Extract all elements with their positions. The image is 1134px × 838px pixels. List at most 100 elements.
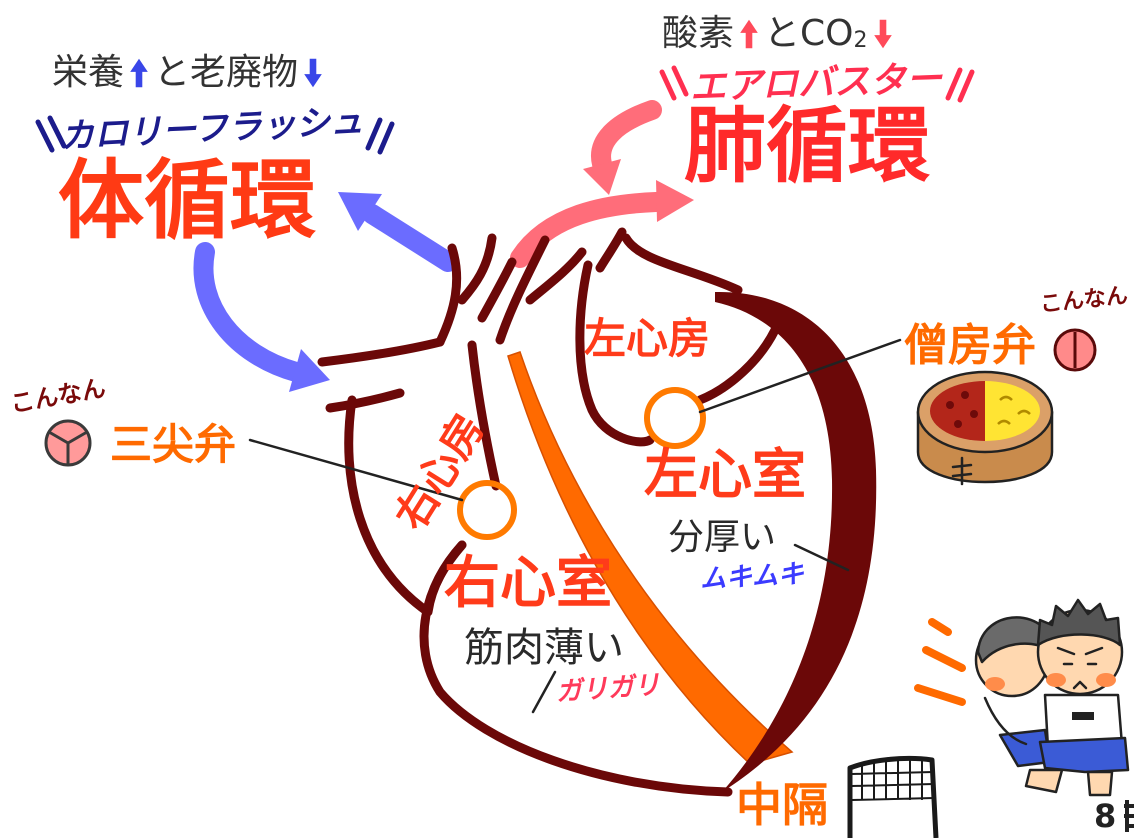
vena-cava-upper-edge: [317, 337, 445, 367]
slash-mark: [365, 117, 383, 151]
running-boys-illustration: [974, 598, 1130, 797]
co2-text: とCO2: [764, 16, 867, 52]
arrow-shaft: [193, 242, 306, 382]
page-number: 8: [1094, 797, 1117, 835]
right-wall-note: 筋肉薄い: [464, 625, 624, 671]
right-wall-leader-line: [531, 670, 557, 714]
front-boy-cheek: [1096, 673, 1116, 687]
bento-dot: [954, 420, 962, 428]
left-atrium-label: 左心房: [584, 314, 711, 363]
left-ventricle-label: 左心室: [644, 443, 806, 506]
aorta-edge: [495, 235, 550, 345]
arrow-shaft: [510, 192, 666, 268]
mitral-leader-line: [698, 338, 902, 414]
bicuspid-valve-icon: [1053, 328, 1097, 372]
tricuspid-valve-label: 三尖弁: [110, 420, 237, 469]
vessel-branch: [477, 257, 517, 323]
slash-mark: [47, 115, 67, 149]
up-arrow-icon: [740, 19, 758, 49]
systemic-return-arrow: [193, 242, 330, 392]
bento-band: [951, 456, 973, 486]
back-boy-cheek: [985, 677, 1005, 691]
pulmonary-circulation-title: 肺循環: [684, 99, 931, 194]
arrow-shaft: [362, 204, 458, 272]
slash-mark: [945, 67, 963, 101]
slash-mark: [35, 119, 55, 153]
left-atrium-top-wall: [621, 233, 743, 295]
right-wall-slang: ガリガリ: [555, 670, 661, 708]
down-arrow-icon: [304, 58, 322, 88]
pulmonary-vein: [595, 227, 627, 273]
pulmonary-caption: 酸素 とCO2: [662, 16, 898, 52]
co2-main: とCO: [764, 13, 854, 54]
front-boy-shirt-mark: [1072, 712, 1094, 720]
vena-cava-lower-edge: [325, 388, 405, 413]
bento-dot: [970, 410, 978, 418]
down-arrow-icon: [873, 19, 892, 49]
arrow-head: [583, 159, 621, 195]
valve-icon-cusp-lines: [48, 430, 88, 465]
pulmonary-nickname-slashes: [659, 65, 975, 103]
pulmonary-return-arrow: [583, 100, 662, 195]
right-ventricle-label: 右心室: [444, 551, 612, 616]
back-boy-arm: [983, 696, 1028, 746]
right-atrium-inner-wall: [467, 340, 501, 491]
left-wall-slang: ムキムキ: [699, 559, 805, 595]
bento-egg-filling: [985, 381, 1040, 441]
nutrients-text: 栄養: [52, 52, 125, 93]
front-boy-hair: [1036, 598, 1122, 647]
bento-egg-texture: [997, 395, 1031, 425]
systemic-outflow-arrow: [338, 192, 458, 272]
slash-mark: [377, 121, 395, 155]
left-ventricle-thick-wall: [715, 291, 877, 792]
goal-net: [851, 758, 935, 801]
left-atrium-lower-wall: [575, 260, 655, 447]
left-wall-note: 分厚い: [668, 517, 777, 558]
systemic-caption: 栄養 と老廃物: [52, 55, 328, 91]
motion-lines: [914, 618, 966, 706]
mitral-valve-ring: [644, 387, 706, 449]
waste-text: と老廃物: [154, 52, 299, 93]
arrow-head: [338, 192, 382, 231]
bento-red-filling: [930, 381, 985, 441]
bento-box-illustration: [916, 370, 1054, 486]
front-boy-shorts: [1038, 736, 1130, 774]
left-wall-leader-line: [793, 543, 850, 572]
front-boy-cheek: [1046, 673, 1066, 687]
front-boy-expression: [1056, 646, 1104, 690]
goal-frame: [847, 755, 939, 838]
septum-label: 中隔: [736, 778, 828, 832]
cropped-character: [1124, 800, 1134, 832]
co2-subscript: 2: [853, 28, 868, 53]
vessel-branch: [435, 243, 462, 347]
mitral-valve-label: 僧房弁: [904, 320, 1036, 371]
soccer-goal-illustration: [847, 755, 939, 838]
bento-dot: [961, 391, 969, 399]
arrow-head: [289, 349, 330, 392]
motion-line: [914, 684, 966, 706]
systemic-circulation-title: 体循環: [58, 151, 316, 251]
pulmonary-outflow-arrow: [510, 180, 694, 268]
arrow-shaft: [591, 100, 662, 174]
front-boy-leg: [1024, 768, 1064, 794]
arrow-head: [656, 180, 694, 222]
motion-line: [928, 618, 952, 636]
vessel-branch: [525, 247, 587, 305]
up-arrow-icon: [130, 58, 148, 88]
motion-line: [922, 646, 966, 672]
right-atrium-outer-wall: [344, 395, 467, 617]
heart: [317, 227, 877, 797]
tricuspid-leader-line: [248, 438, 464, 502]
systemic-nickname-slashes: [35, 115, 395, 155]
oxygen-text: 酸素: [662, 13, 735, 54]
front-boy-leg: [1086, 770, 1114, 797]
slash-mark: [659, 69, 677, 101]
slash-mark: [957, 69, 975, 103]
left-atrium-right-wall: [695, 325, 780, 405]
tricuspid-valve-icon: [44, 419, 92, 467]
vessel-branch: [457, 233, 497, 305]
slash-mark: [671, 65, 689, 97]
bento-dot: [946, 401, 954, 409]
